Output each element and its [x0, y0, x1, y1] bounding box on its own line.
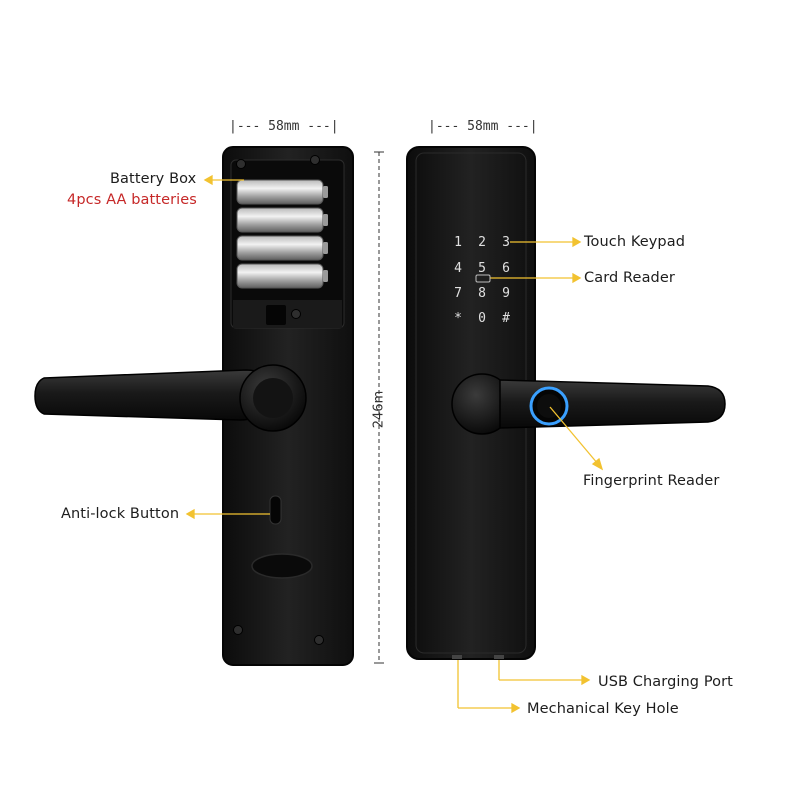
keypad-key[interactable]: 3	[502, 235, 510, 250]
keypad-key[interactable]: 5	[478, 261, 486, 276]
keypad-key[interactable]: #	[502, 311, 510, 326]
card-reader-label: Card Reader	[584, 270, 675, 286]
battery-box-label: Battery Box	[110, 171, 197, 187]
keypad-key[interactable]: 1	[454, 235, 462, 250]
keypad-key[interactable]: 4	[454, 261, 462, 276]
height-dimension-label: 246m	[371, 390, 387, 429]
anti-lock-label: Anti-lock Button	[61, 506, 180, 522]
height-dimension	[374, 151, 384, 664]
keypad-key[interactable]: *	[454, 311, 462, 326]
keypad-key[interactable]: 0	[478, 311, 486, 326]
back-handle	[34, 364, 307, 432]
battery-cells	[236, 179, 328, 289]
width-dimension-right: |--- 58mm ---|	[428, 119, 538, 134]
card-reader-icon	[475, 274, 491, 283]
width-dimension-left: |--- 58mm ---|	[229, 119, 339, 134]
keypad-key[interactable]: 9	[502, 286, 510, 301]
keypad-key[interactable]: 8	[478, 286, 486, 301]
keypad-key[interactable]: 7	[454, 286, 462, 301]
keypad-key[interactable]: 6	[502, 261, 510, 276]
keypad: 1 2 3 4 5 6 7 8 9 * 0 #	[454, 235, 510, 326]
fingerprint-reader-label: Fingerprint Reader	[583, 473, 720, 489]
front-handle	[451, 373, 726, 435]
key-hole-label: Mechanical Key Hole	[527, 701, 679, 717]
batteries-label: 4pcs AA batteries	[67, 192, 197, 208]
usb-port-label: USB Charging Port	[598, 674, 733, 690]
touch-keypad-label: Touch Keypad	[584, 234, 686, 250]
keypad-key[interactable]: 2	[478, 235, 486, 250]
callout-arrows	[185, 174, 604, 714]
